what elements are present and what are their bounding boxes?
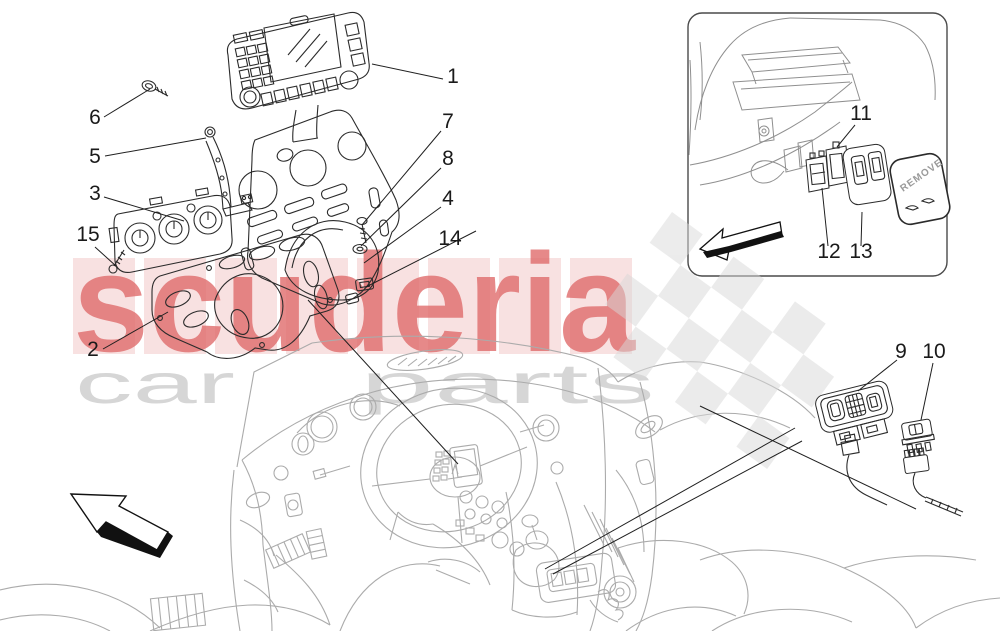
callout-7: 7 — [442, 110, 454, 133]
callout-3: 3 — [89, 182, 101, 205]
leader-lines-9-10 — [857, 359, 934, 421]
callout-14: 14 — [438, 227, 462, 250]
location-lines-rear-console — [544, 405, 917, 575]
leader-lines — [94, 63, 444, 350]
rear-compartment-sketch — [688, 17, 936, 186]
interior-sketch — [0, 335, 1000, 631]
callout-8: 8 — [442, 147, 454, 170]
inset-panel — [687, 12, 948, 277]
callout-4: 4 — [442, 187, 454, 210]
remove-cover-drawing: REMOVE — [889, 152, 951, 226]
screw-15-drawing — [108, 249, 126, 274]
callout-6: 6 — [89, 106, 101, 129]
console-trim-drawing — [238, 109, 400, 306]
callout-1: 1 — [447, 65, 459, 88]
climate-control-drawing — [108, 187, 233, 273]
callout-13: 13 — [849, 240, 872, 263]
watermark-sub-text-car: car — [75, 352, 235, 415]
callout-11: 11 — [850, 102, 872, 125]
callout-15: 15 — [76, 223, 99, 246]
switch-12-drawing — [805, 150, 830, 193]
callout-10: 10 — [922, 340, 945, 363]
bezel-13-drawing — [842, 143, 892, 206]
brand-watermark: scuderia car parts — [73, 224, 655, 415]
switch-10-drawing — [901, 418, 964, 517]
washer-8-drawing — [352, 243, 368, 255]
direction-arrow-main — [69, 493, 173, 558]
callout-9: 9 — [895, 340, 907, 363]
callout-5: 5 — [89, 145, 101, 168]
window-switch-panel-9-drawing — [815, 380, 894, 506]
watermark-tiles — [73, 258, 632, 354]
switch-panel-drawing — [151, 233, 340, 359]
location-line-console — [307, 299, 459, 465]
leader-line-14 — [365, 230, 477, 288]
callout-2: 2 — [87, 338, 99, 361]
callout-12: 12 — [817, 240, 840, 263]
head-unit-drawing — [226, 11, 370, 143]
screw-6-drawing — [141, 80, 169, 97]
direction-arrow-inset — [698, 221, 784, 261]
inset-leader-lines — [821, 124, 863, 247]
